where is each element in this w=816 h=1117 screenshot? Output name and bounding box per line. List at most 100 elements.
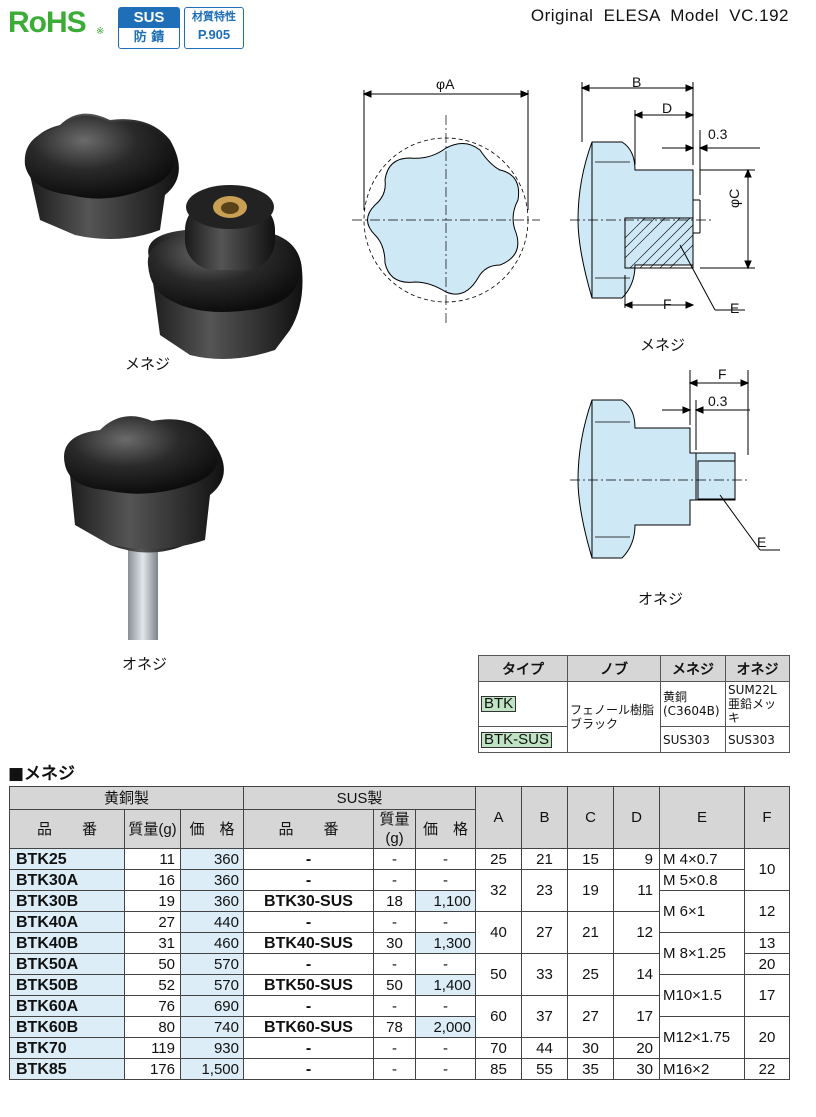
brass-code[interactable]: BTK50B <box>9 974 125 996</box>
female-thread-photo-caption: メネジ <box>125 355 171 373</box>
dim-e: M 6×1 <box>659 890 745 933</box>
product-photos <box>24 113 303 640</box>
dim-f: 12 <box>744 890 790 933</box>
brass-code[interactable]: BTK60B <box>9 1016 125 1038</box>
col-brass-mass: 質量(g) <box>124 809 181 849</box>
rohs-logo: RoHS <box>8 6 87 39</box>
dim-b: 27 <box>521 911 568 954</box>
brass-mass: 119 <box>124 1037 181 1059</box>
male-thread-photo-caption: オネジ <box>122 655 168 673</box>
sus-code: - <box>243 953 374 975</box>
dim-a: 85 <box>475 1058 522 1080</box>
dim-e: M 5×0.8 <box>659 869 745 891</box>
brass-price: 740 <box>180 1016 244 1038</box>
dim-b: 33 <box>521 953 568 996</box>
brass-price: 570 <box>180 974 244 996</box>
table-row: BTK25 11 360 - - - 25 21 15 9 M 4×0.7 10 <box>9 848 790 891</box>
col-brass-price: 価 格 <box>180 809 244 849</box>
dim-c: 25 <box>567 953 614 996</box>
female-knob-photo-2 <box>147 185 303 359</box>
col-e: E <box>659 786 745 849</box>
col-male: オネジ <box>725 655 790 682</box>
col-female: メネジ <box>660 655 726 682</box>
material-property-badge[interactable]: 材質特性 P.905 <box>184 7 244 49</box>
sus-price: - <box>415 911 476 933</box>
female-knob-photo-1 <box>24 113 179 239</box>
col-d: D <box>613 786 660 849</box>
sus-code[interactable]: BTK40-SUS <box>243 932 374 954</box>
brass-mass: 50 <box>124 953 181 975</box>
table-row: BTK50B 52 570 BTK50-SUS 50 1,400 M10×1.5… <box>9 974 790 1017</box>
table-row: BTK30A 16 360 - - - 32 23 19 11 M 5×0.8 <box>9 869 790 912</box>
sus-code[interactable]: BTK30-SUS <box>243 890 374 912</box>
spec-header-row-1: 黄銅製 SUS製 A B C D E F <box>9 786 790 849</box>
model-reference: Original ELESA Model VC.192 <box>530 6 789 25</box>
dim-b: 44 <box>521 1037 568 1059</box>
dim-f: 22 <box>744 1058 790 1080</box>
male-dim-label-e: E <box>757 534 767 550</box>
brass-mass: 176 <box>124 1058 181 1080</box>
rustproof-label: 防 錆 <box>133 30 165 45</box>
sus-mass: 18 <box>373 890 416 912</box>
sus-code: - <box>243 1058 374 1080</box>
male-knob-photo <box>64 416 224 640</box>
sus-code[interactable]: BTK50-SUS <box>243 974 374 996</box>
brass-code[interactable]: BTK60A <box>9 995 125 1017</box>
dim-c: 30 <box>567 1037 614 1059</box>
brass-code[interactable]: BTK70 <box>9 1037 125 1059</box>
sus-mass: - <box>373 869 416 891</box>
sus-code[interactable]: BTK60-SUS <box>243 1016 374 1038</box>
sus-mass: 50 <box>373 974 416 996</box>
brass-price: 570 <box>180 953 244 975</box>
dim-label-03: 0.3 <box>708 126 728 142</box>
brass-code[interactable]: BTK40B <box>9 932 125 954</box>
brass-code[interactable]: BTK40A <box>9 911 125 933</box>
sus-price: - <box>415 995 476 1017</box>
col-c: C <box>567 786 614 849</box>
spec-table: 黄銅製 SUS製 A B C D E F 品 番 質量(g) 価 格 品 番 質… <box>9 786 790 1080</box>
dim-d: 9 <box>613 848 660 870</box>
male-dim-label-03: 0.3 <box>708 393 728 409</box>
brass-code[interactable]: BTK30A <box>9 869 125 891</box>
male-material-sus: SUS303 <box>725 726 790 753</box>
col-sus-mass: 質量(g) <box>373 809 416 849</box>
col-brass-code: 品 番 <box>9 809 125 849</box>
group-brass: 黄銅製 <box>9 786 244 810</box>
brass-code[interactable]: BTK25 <box>9 848 125 870</box>
col-sus-price: 価 格 <box>415 809 476 849</box>
brass-mass: 16 <box>124 869 181 891</box>
dim-f: 17 <box>744 974 790 1017</box>
type-cell-btk: BTK <box>478 681 568 727</box>
dim-e: M12×1.75 <box>659 1016 745 1059</box>
male-drawing-caption: オネジ <box>638 590 684 608</box>
col-f: F <box>744 786 790 849</box>
dim-c: 15 <box>567 848 614 870</box>
sus-price: 1,300 <box>415 932 476 954</box>
top-view-drawing <box>352 90 540 325</box>
dim-b: 55 <box>521 1058 568 1080</box>
type-material-table: タイプ ノブ メネジ オネジ BTK フェノール樹脂 ブラック 黄銅 (C360… <box>478 655 790 753</box>
dim-a: 32 <box>475 869 522 912</box>
sus-mass: - <box>373 911 416 933</box>
knob-material: フェノール樹脂 ブラック <box>567 681 661 753</box>
brass-mass: 27 <box>124 911 181 933</box>
brass-code[interactable]: BTK85 <box>9 1058 125 1080</box>
technical-drawings <box>352 82 780 559</box>
brass-price: 360 <box>180 869 244 891</box>
dim-d: 30 <box>613 1058 660 1080</box>
dim-label-f: F <box>663 296 672 312</box>
col-sus-code: 品 番 <box>243 809 374 849</box>
sus-code: - <box>243 848 374 870</box>
sus-price: 2,000 <box>415 1016 476 1038</box>
dim-d: 17 <box>613 995 660 1038</box>
sus-code: - <box>243 911 374 933</box>
brass-code[interactable]: BTK50A <box>9 953 125 975</box>
brass-price: 360 <box>180 848 244 870</box>
dim-a: 25 <box>475 848 522 870</box>
sus-code: - <box>243 869 374 891</box>
sus-code: - <box>243 1037 374 1059</box>
sus-mass: 78 <box>373 1016 416 1038</box>
brass-code[interactable]: BTK30B <box>9 890 125 912</box>
female-side-view-drawing <box>570 82 760 311</box>
brass-mass: 31 <box>124 932 181 954</box>
